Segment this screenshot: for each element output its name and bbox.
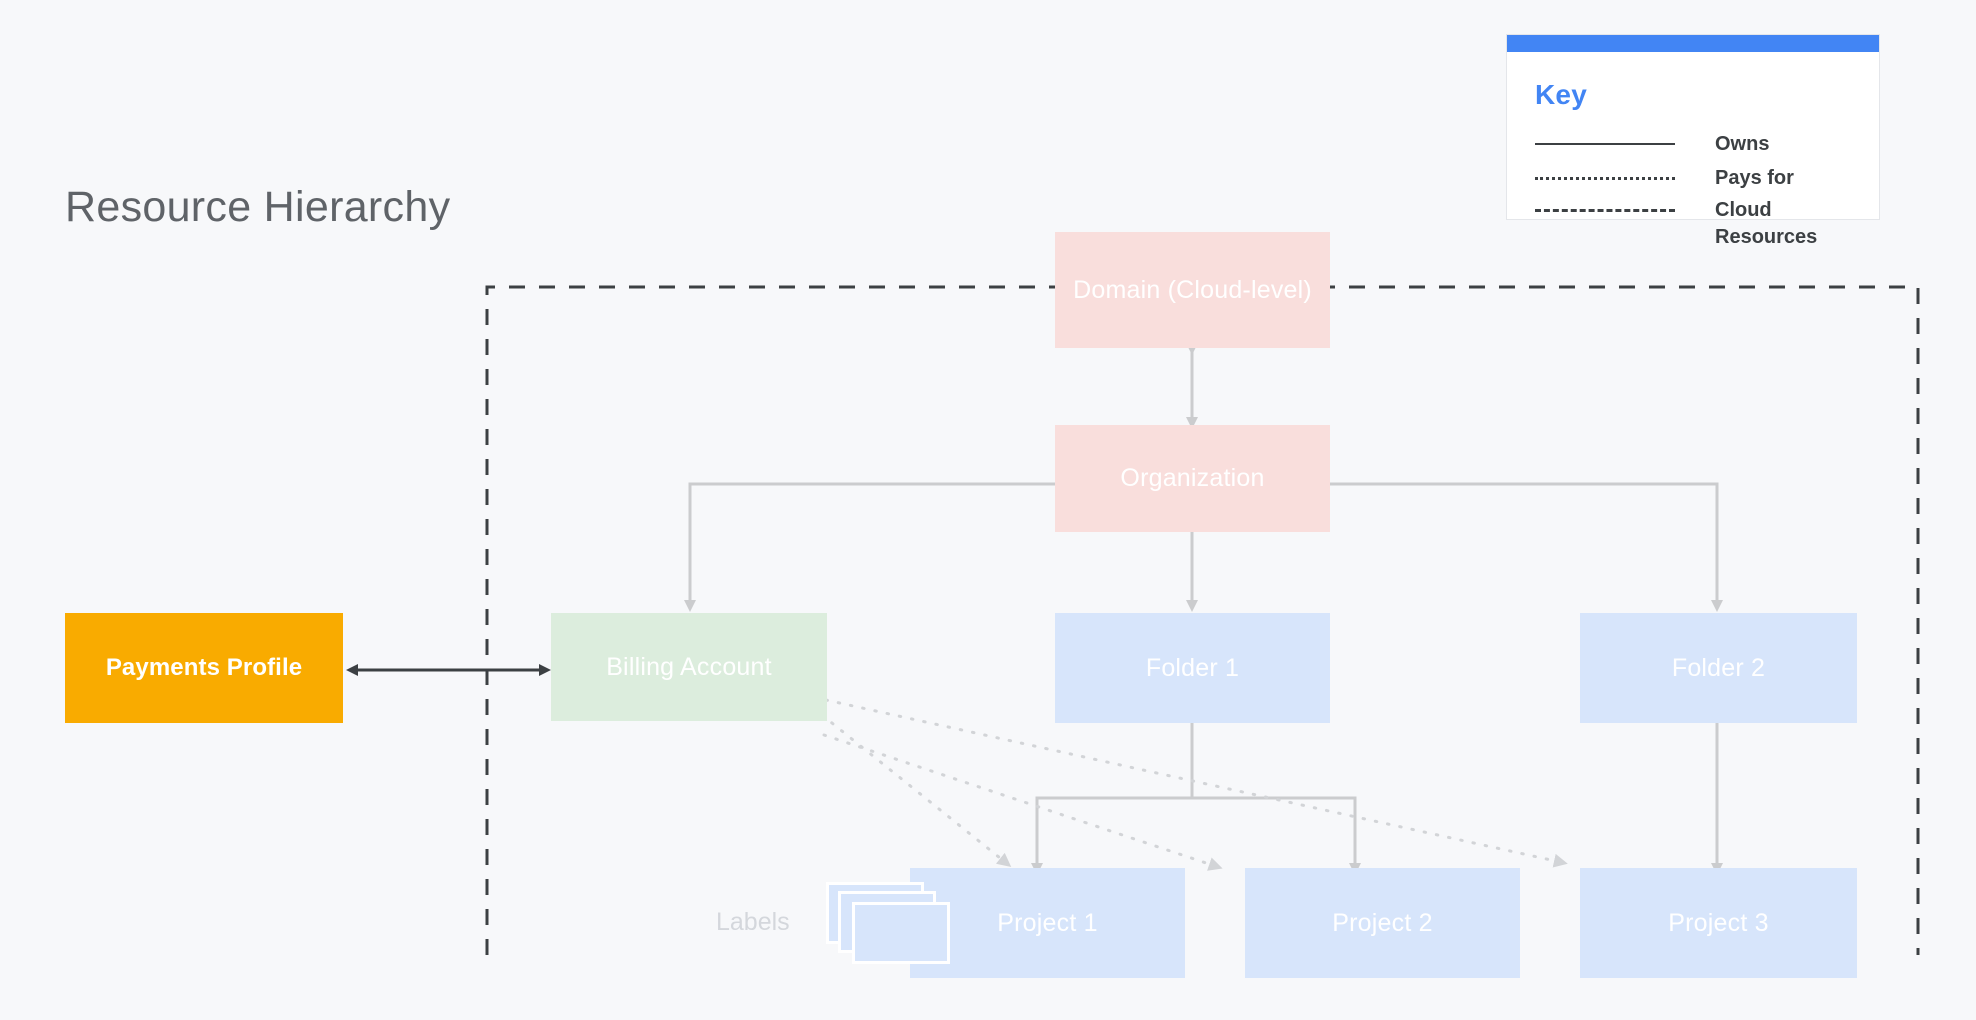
node-folder-2-label: Folder 2 bbox=[1671, 653, 1766, 682]
legend-label-pays-for: Pays for bbox=[1715, 167, 1794, 189]
labels-card-front bbox=[852, 902, 950, 964]
legend-row-cloud-resources: Cloud Resources bbox=[1507, 197, 1879, 248]
node-project-2-label: Project 2 bbox=[1332, 908, 1433, 937]
legend-title: Key bbox=[1535, 79, 1587, 110]
node-domain-label: Domain (Cloud-level) bbox=[1073, 275, 1312, 304]
node-folder-2[interactable]: Folder 2 bbox=[1580, 613, 1857, 723]
legend-row-owns: Owns bbox=[1507, 131, 1879, 159]
node-organization-label: Organization bbox=[1120, 464, 1265, 493]
legend-dotted-line-icon bbox=[1535, 177, 1675, 180]
node-domain[interactable]: Domain (Cloud-level) bbox=[1055, 232, 1330, 348]
edge-billing-pays-projects bbox=[820, 698, 1568, 871]
labels-stack-icon bbox=[826, 882, 966, 974]
legend-card: Key Owns Pays for Cloud Resources bbox=[1506, 34, 1880, 248]
edge-folder1-projects bbox=[1031, 723, 1361, 875]
node-billing-account[interactable]: Billing Account bbox=[551, 613, 827, 721]
legend-dashed-line-icon bbox=[1535, 209, 1675, 212]
node-organization[interactable]: Organization bbox=[1055, 425, 1330, 532]
node-project-3[interactable]: Project 3 bbox=[1580, 868, 1857, 978]
node-folder-1-label: Folder 1 bbox=[1145, 653, 1240, 682]
node-folder-1[interactable]: Folder 1 bbox=[1055, 613, 1330, 723]
node-project-2[interactable]: Project 2 bbox=[1245, 868, 1520, 978]
legend-solid-line-icon bbox=[1535, 143, 1675, 145]
node-payments-profile-label: Payments Profile bbox=[105, 654, 303, 682]
legend-accent-bar bbox=[1507, 35, 1879, 52]
node-project-1-label: Project 1 bbox=[997, 908, 1098, 937]
labels-caption: Labels bbox=[716, 908, 790, 936]
page-title: Resource Hierarchy bbox=[65, 183, 451, 231]
node-payments-profile[interactable]: Payments Profile bbox=[65, 613, 343, 723]
legend-row-pays-for: Pays for bbox=[1507, 165, 1879, 193]
legend-label-owns: Owns bbox=[1715, 133, 1770, 155]
node-project-3-label: Project 3 bbox=[1668, 908, 1769, 937]
node-billing-account-label: Billing Account bbox=[606, 652, 772, 681]
legend-label-cloud-resources: Cloud Resources bbox=[1715, 199, 1818, 248]
node-project-1[interactable]: Project 1 bbox=[910, 868, 1185, 978]
